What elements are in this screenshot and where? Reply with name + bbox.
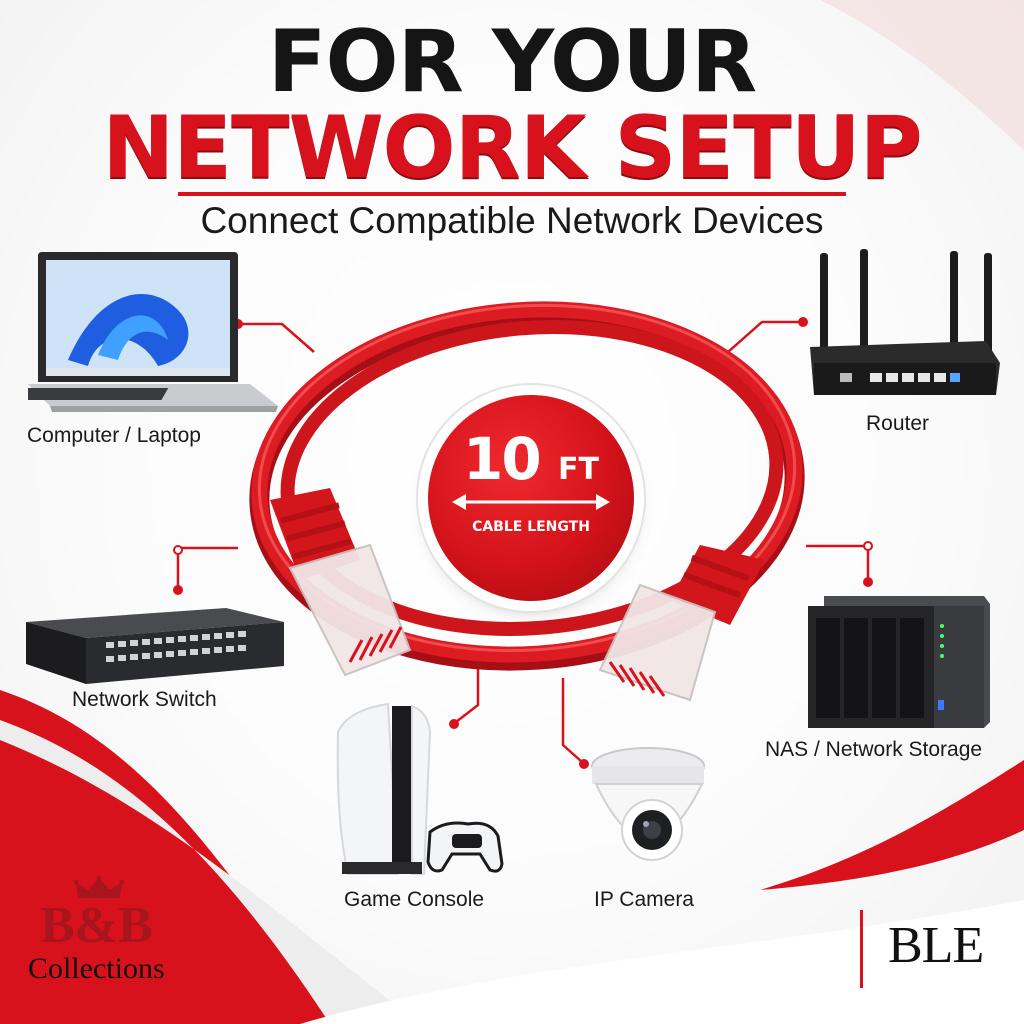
brand-logo-name: Collections <box>28 952 165 985</box>
headline-line2: NETWORK SETUP <box>102 98 922 198</box>
cable-highlight <box>257 303 797 653</box>
console-connector <box>455 668 480 723</box>
ble-logo: BLE <box>888 917 984 974</box>
game-console-label: Game Console <box>344 888 485 911</box>
laptop-image <box>28 252 278 412</box>
ip-camera-label: IP Camera <box>594 888 694 911</box>
left-rj45-plug <box>270 488 412 677</box>
nas-ring <box>863 541 873 551</box>
router-dot <box>798 317 808 327</box>
nas-label: NAS / Network Storage <box>765 738 983 761</box>
laptop-connector <box>238 322 315 353</box>
nas-dot <box>863 577 873 587</box>
double-arrow-icon <box>452 494 610 510</box>
nas-image <box>808 596 990 728</box>
router-label: Router <box>866 412 930 435</box>
subtitle: Connect Compatible Network Devices <box>200 200 824 241</box>
badge-number-value: 10 <box>463 425 542 493</box>
network-switch-image <box>26 608 284 684</box>
crown-icon <box>74 876 124 898</box>
router-connector <box>727 320 803 353</box>
router-image <box>810 249 1000 395</box>
bottom-white-swoosh <box>300 900 1024 1024</box>
game-console-image <box>336 702 504 875</box>
brand-divider <box>860 910 863 988</box>
badge-caption: CABLE LENGTH <box>472 519 590 535</box>
badge-number: 10 FT <box>428 425 634 493</box>
cable-length-badge: 10 FT CABLE LENGTH <box>428 395 634 601</box>
right-rj45-plug <box>598 545 765 702</box>
camera-connector <box>561 678 583 763</box>
switch-dot <box>173 585 183 595</box>
headline-divider <box>178 192 846 196</box>
right-red-swoosh <box>760 760 1024 890</box>
console-dot <box>449 719 459 729</box>
laptop-label: Computer / Laptop <box>27 424 201 447</box>
switch-ring <box>173 545 183 555</box>
headline-line1: FOR YOUR <box>267 12 757 112</box>
brand-logo-mark: B&B <box>40 897 153 954</box>
camera-dot <box>579 759 589 769</box>
left-grey-swoosh <box>0 720 420 1024</box>
ip-camera-image <box>591 747 705 861</box>
network-switch-label: Network Switch <box>72 688 217 711</box>
badge-unit: FT <box>557 452 599 487</box>
top-right-tint <box>820 0 1024 150</box>
